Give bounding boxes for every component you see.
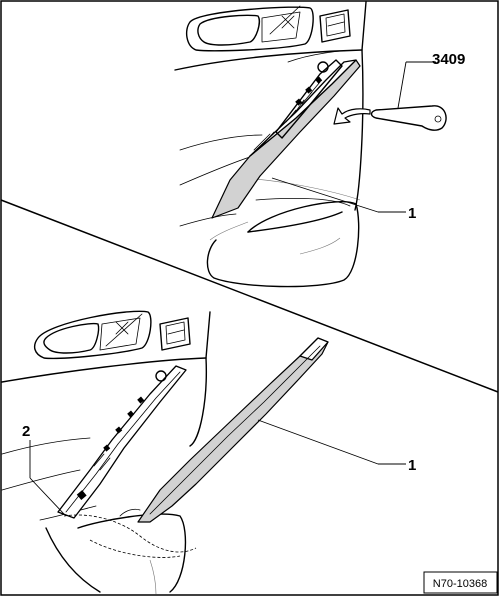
bottom-panel: [1, 310, 329, 595]
callout-panel-top: 1: [271, 177, 416, 222]
figure-code: N70-10368: [423, 571, 498, 594]
panel-carrier: [57, 365, 187, 519]
trim-strip-top: [211, 59, 361, 219]
top-panel: [174, 1, 447, 288]
door-handle-icon: [185, 5, 314, 52]
callout-panel-bottom: 1: [257, 419, 416, 474]
callout-label-clip: 2: [22, 423, 30, 440]
callout-label-panel-bottom: 1: [408, 457, 416, 474]
door-handle-icon: [33, 310, 152, 360]
window-switch-icon: [159, 317, 191, 351]
callout-tool: 3409: [397, 51, 465, 109]
trim-strip-removed: [137, 337, 329, 523]
rotate-arrow-icon: [333, 107, 371, 125]
callout-clip: 2: [22, 423, 65, 515]
wedge-tool-icon: [370, 105, 447, 131]
panel-divider: [0, 199, 499, 393]
callout-label-tool: 3409: [432, 51, 465, 68]
figure-code-label: N70-10368: [433, 578, 487, 590]
window-switch-icon: [319, 9, 351, 43]
callout-label-panel-top: 1: [408, 205, 416, 222]
